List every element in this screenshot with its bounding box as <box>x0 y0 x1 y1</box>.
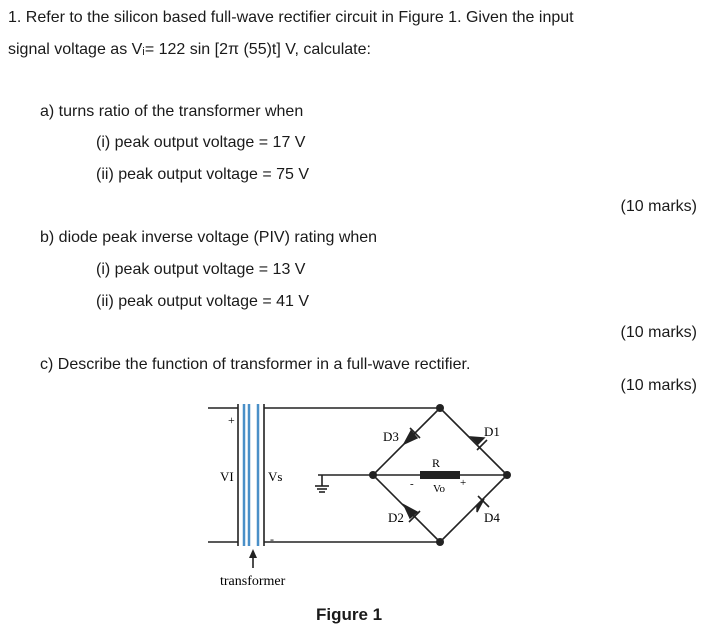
part-b-title: b) diode peak inverse voltage (PIV) rati… <box>40 229 378 246</box>
bridge-upper-right <box>439 407 508 476</box>
output-plus-label: + <box>460 477 466 489</box>
output-minus-label: - <box>410 478 414 490</box>
diode-d1-symbol <box>469 436 486 445</box>
part-a-item-2: (ii) peak output voltage = 75 V <box>96 166 310 183</box>
primary-plus-label: + <box>228 413 235 427</box>
part-a-marks: (10 marks) <box>620 198 697 215</box>
diode-d2-symbol <box>402 503 419 520</box>
vs-label: Vs <box>268 469 282 484</box>
vi-label: VI <box>220 469 234 484</box>
load-resistor <box>420 471 460 479</box>
part-a-title: a) turns ratio of the transformer when <box>40 103 304 120</box>
part-c-title: c) Describe the function of transformer … <box>40 356 471 373</box>
diode-d1-bar <box>476 439 488 451</box>
bridge-lower-right <box>439 474 508 543</box>
diode-d3-symbol <box>402 429 419 446</box>
d1-label: D1 <box>484 424 500 439</box>
transformer-label: transformer <box>220 574 286 589</box>
vo-label: Vo <box>433 483 446 495</box>
diode-d3-bar <box>409 427 421 439</box>
secondary-minus-label: - <box>270 532 274 546</box>
transformer-arrow-head <box>249 549 257 558</box>
d2-label: D2 <box>388 510 404 525</box>
part-a-item-1: (i) peak output voltage = 17 V <box>96 134 306 151</box>
diode-d2-bar <box>408 510 421 523</box>
diode-d4-symbol <box>476 498 485 513</box>
r-label: R <box>432 456 440 470</box>
figure-caption: Figure 1 <box>316 605 383 624</box>
question-intro-line1: 1. Refer to the silicon based full-wave … <box>8 9 574 26</box>
d3-label: D3 <box>383 429 399 444</box>
part-c-marks: (10 marks) <box>620 377 697 394</box>
part-b-item-1: (i) peak output voltage = 13 V <box>96 261 306 278</box>
part-b-item-2: (ii) peak output voltage = 41 V <box>96 293 310 310</box>
part-b-marks: (10 marks) <box>620 324 697 341</box>
question-intro-line2: signal voltage as Vᵢ= 122 sin [2π (55)t]… <box>8 41 371 58</box>
d4-label: D4 <box>484 510 500 525</box>
diode-d4-bar <box>477 495 490 508</box>
